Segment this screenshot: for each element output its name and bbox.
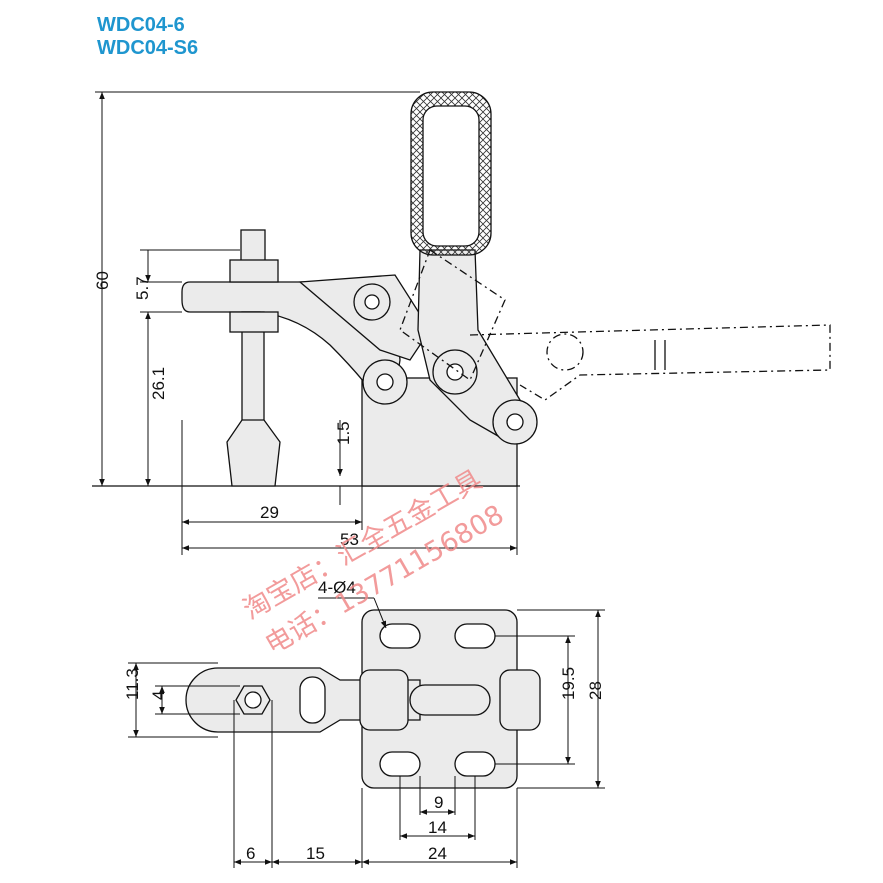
dim-60: 60 — [93, 271, 112, 290]
top-view — [185, 609, 541, 789]
dim-holes: 4-Ø4 — [318, 578, 356, 597]
side-dimensions — [95, 91, 518, 555]
model-titles: WDC04-6 WDC04-S6 — [97, 14, 198, 60]
dim-4: 4 — [149, 691, 168, 700]
dim-29: 29 — [260, 503, 279, 522]
nut-top — [229, 259, 279, 283]
dim-6: 6 — [246, 844, 255, 863]
dim-26-1: 26.1 — [149, 367, 168, 400]
model-title-2: WDC04-S6 — [97, 37, 199, 59]
dim-1-5: 1.5 — [334, 421, 353, 445]
dim-28: 28 — [586, 681, 605, 700]
open-position — [399, 249, 831, 401]
dim-24: 24 — [428, 844, 447, 863]
hinge-center — [409, 684, 491, 716]
top-dimensions — [128, 597, 605, 868]
dim-19-5: 19.5 — [559, 667, 578, 700]
dim-11-3: 11.3 — [123, 668, 142, 700]
dim-5-7: 5.7 — [133, 276, 152, 300]
dim-14: 14 — [428, 818, 447, 837]
side-view — [92, 91, 831, 487]
spindle-tip — [226, 419, 281, 487]
dim-9: 9 — [434, 793, 443, 812]
dim-53: 53 — [340, 530, 359, 549]
model-title-1: WDC04-6 — [97, 14, 185, 36]
hinge-right — [499, 669, 541, 731]
dim-15b: 15 — [306, 844, 325, 863]
handle-inner — [422, 105, 480, 247]
hinge-left — [359, 669, 409, 731]
nut-bottom — [229, 311, 279, 333]
